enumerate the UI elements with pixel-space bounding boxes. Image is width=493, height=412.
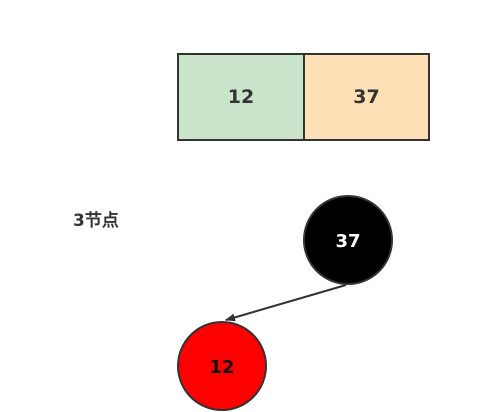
- node-key-37: 37: [303, 53, 430, 141]
- node-key-12: 12: [177, 53, 305, 141]
- red-node-circle: [177, 321, 267, 411]
- red-node-label: 12: [209, 357, 234, 378]
- node-key-label: 37: [353, 86, 380, 108]
- black-node-label: 37: [335, 231, 360, 252]
- node-key-label: 12: [227, 86, 255, 108]
- tree-edge-arrow: [225, 284, 347, 322]
- black-node-circle: [303, 195, 393, 285]
- three-node-label: 3节点: [73, 211, 119, 231]
